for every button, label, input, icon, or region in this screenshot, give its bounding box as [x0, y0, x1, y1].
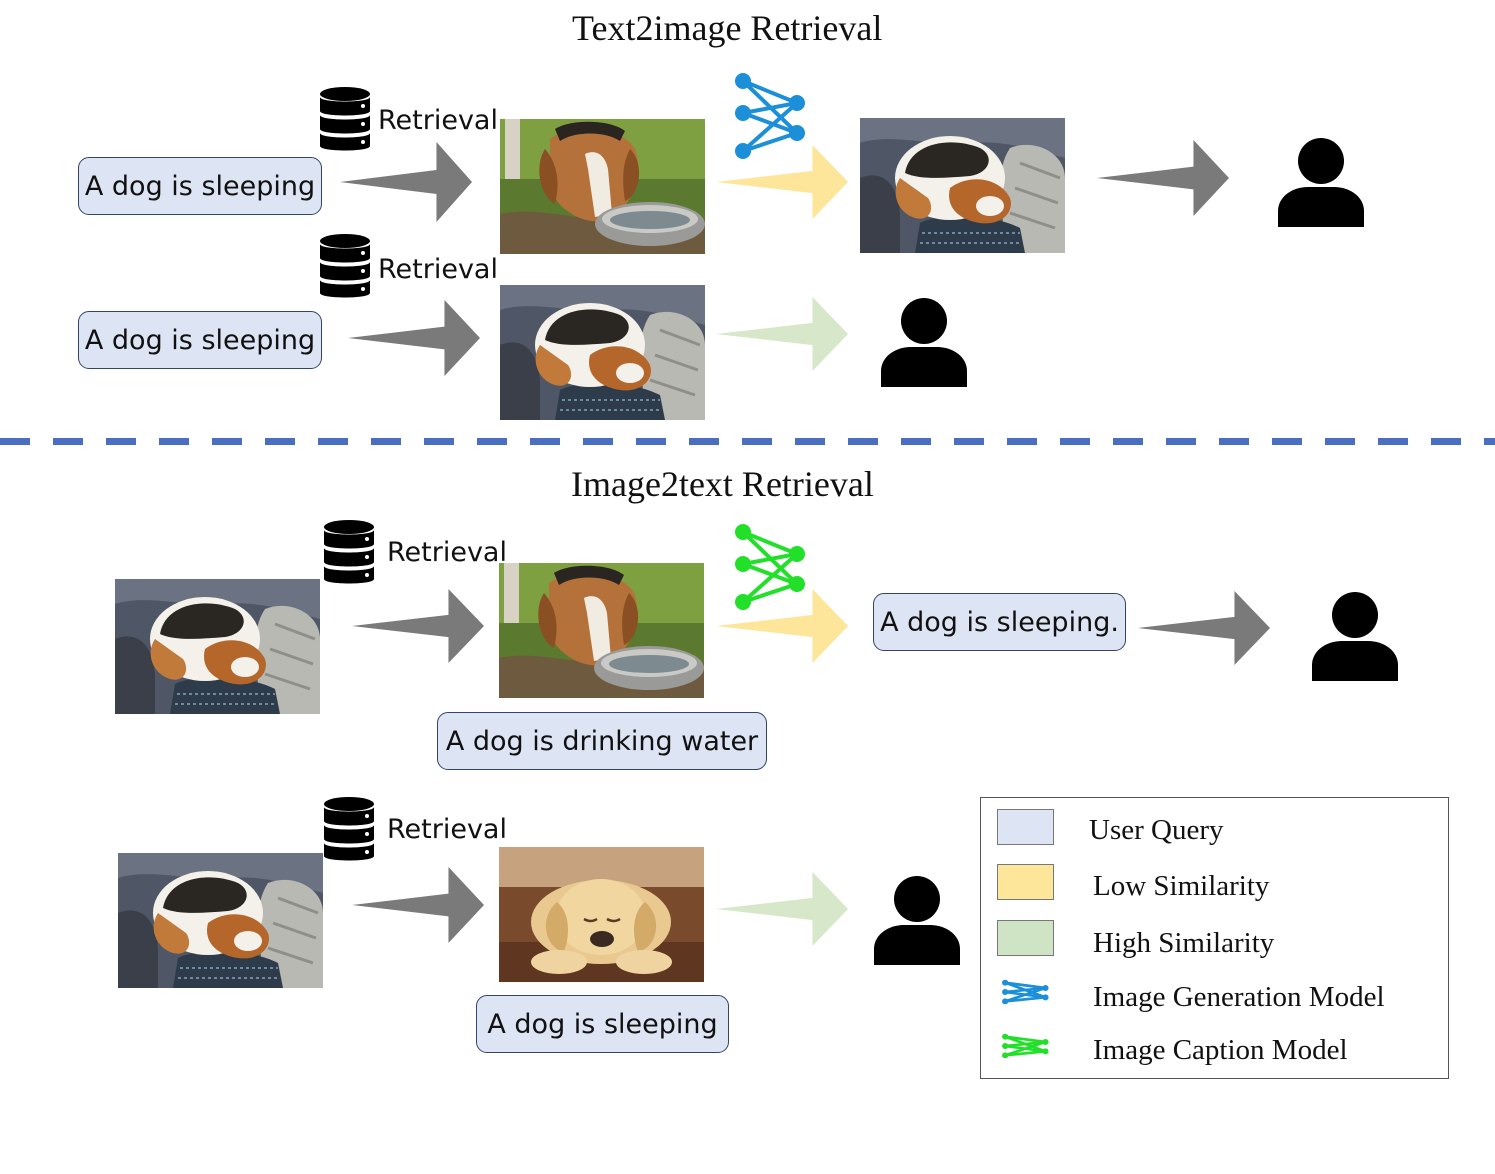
- section-divider: [0, 438, 1495, 445]
- generated-caption-box: A dog is sleeping.: [873, 593, 1126, 651]
- retrieved-caption-box: A dog is sleeping: [476, 995, 729, 1053]
- gray-arrow: [1097, 140, 1229, 216]
- database-icon: [323, 796, 375, 864]
- retrieved-caption-box: A dog is drinking water: [437, 712, 767, 770]
- user-icon: [1312, 591, 1398, 681]
- gray-arrow: [352, 867, 484, 943]
- gray-arrow: [348, 300, 480, 376]
- retrieved-image-drinking-beagle: [499, 563, 704, 698]
- green-arrow: [716, 297, 848, 371]
- database-icon: [319, 233, 371, 301]
- legend-label: High Similarity: [1093, 927, 1275, 959]
- user-icon: [1278, 137, 1364, 227]
- retrieval-label: Retrieval: [387, 814, 507, 845]
- retrieval-label: Retrieval: [387, 537, 507, 568]
- image2text-title: Image2text Retrieval: [571, 464, 874, 504]
- user-icon: [881, 297, 967, 387]
- legend-swatch-user-query: [997, 809, 1054, 845]
- retrieval-label: Retrieval: [378, 105, 498, 136]
- generated-image-sleeping-beagle: [860, 118, 1065, 253]
- legend-label: Image Generation Model: [1093, 981, 1385, 1013]
- yellow-arrow: [716, 589, 848, 663]
- query-image-sleeping-beagle: [115, 579, 320, 714]
- text2image-title: Text2image Retrieval: [572, 8, 883, 48]
- legend-swatch-low-similarity: [997, 864, 1054, 900]
- legend-label: User Query: [1089, 814, 1224, 846]
- retrieved-image-sleeping-puppy: [499, 847, 704, 982]
- retrieved-image-drinking-beagle: [500, 119, 705, 254]
- image-caption-model-icon: [1001, 1034, 1051, 1058]
- legend-swatch-high-similarity: [997, 920, 1054, 956]
- database-icon: [323, 519, 375, 587]
- gray-arrow: [352, 589, 484, 663]
- yellow-arrow: [716, 145, 848, 219]
- legend-label: Low Similarity: [1093, 870, 1270, 902]
- retrieved-image-sleeping-beagle: [500, 285, 705, 420]
- retrieval-label: Retrieval: [378, 254, 498, 285]
- gray-arrow: [340, 142, 472, 222]
- green-arrow: [716, 872, 848, 946]
- gray-arrow: [1138, 591, 1270, 665]
- query-image-sleeping-beagle: [118, 853, 323, 988]
- user-query-box: A dog is sleeping: [78, 311, 322, 369]
- user-icon: [874, 875, 960, 965]
- legend-label: Image Caption Model: [1093, 1034, 1348, 1066]
- image-generation-model-icon: [1001, 980, 1051, 1004]
- legend: User Query Low Similarity High Similarit…: [980, 797, 1449, 1079]
- user-query-box: A dog is sleeping: [78, 157, 322, 215]
